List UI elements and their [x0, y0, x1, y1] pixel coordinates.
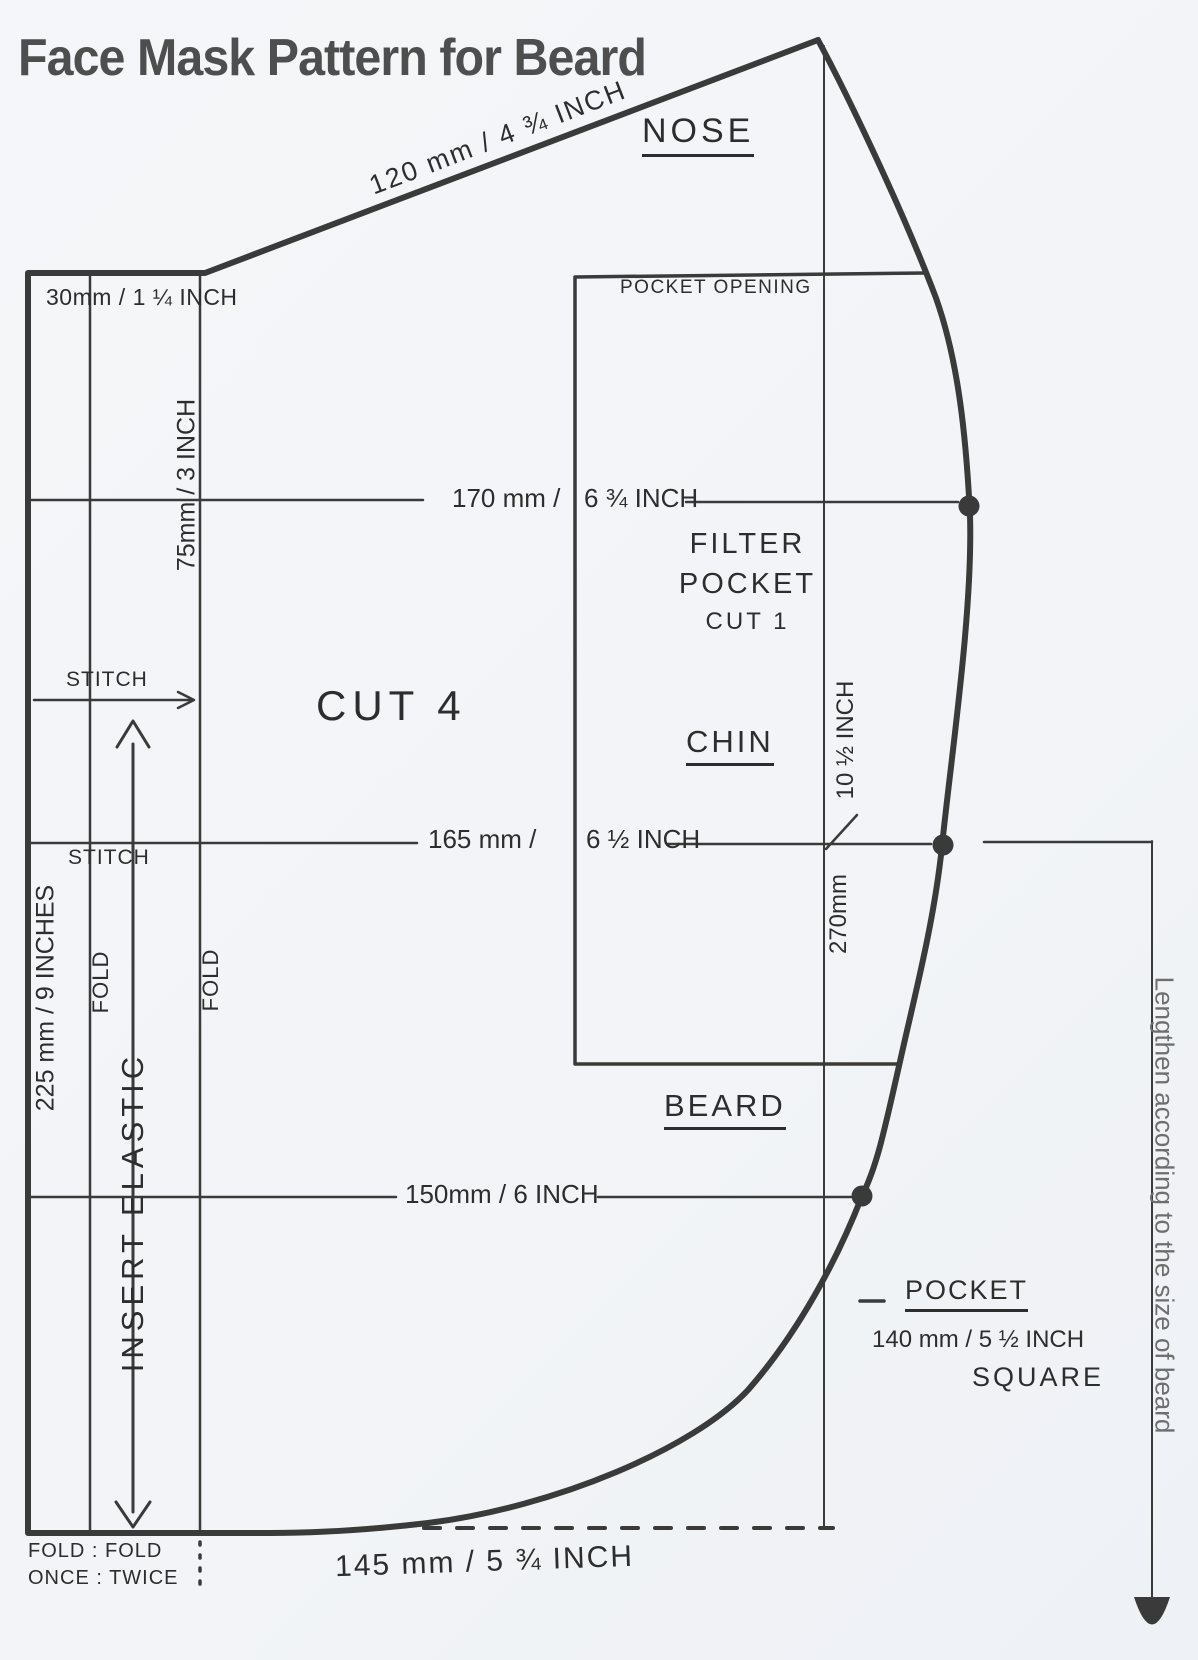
dim-150: 150mm / 6 INCH: [405, 1179, 599, 1209]
elastic-arrow: [114, 719, 152, 1529]
stitch-label-mid: STITCH: [68, 846, 150, 869]
lengthen-arrowhead: [1134, 1597, 1170, 1625]
stitch-arrow: [32, 690, 196, 710]
curve-point-nose: [958, 495, 980, 517]
lengthen-note: Lengthen according to the size of beard: [1149, 976, 1180, 1434]
pattern-outline: [25, 37, 974, 1536]
filter-pocket-line1: FILTER: [689, 528, 806, 560]
dim-170-line: [28, 498, 960, 504]
page-title: Face Mask Pattern for Beard: [18, 29, 647, 87]
dim-165-right: 6 ½ INCH: [586, 824, 701, 854]
v-dim-270: 270mm: [825, 873, 852, 955]
fold-label-2: FOLD: [198, 948, 223, 1012]
fold-label-1: FOLD: [88, 950, 113, 1014]
pocket-note-size: 140 mm / 5 ½ INCH: [872, 1326, 1085, 1353]
fold-instructions-line2: ONCE : TWICE: [28, 1567, 179, 1589]
curve-point-chin: [932, 834, 954, 856]
filter-pocket-label: FILTER POCKET CUT 1: [655, 528, 840, 636]
beard-label: BEARD: [664, 1088, 786, 1130]
dim-170-left: 170 mm /: [452, 483, 561, 513]
dim-165-line: [28, 840, 1154, 846]
cut4-label: CUT 4: [316, 682, 467, 729]
curve-point-beard: [851, 1185, 873, 1207]
filter-pocket-line3: CUT 1: [705, 608, 790, 635]
chin-label: CHIN: [686, 724, 774, 766]
pocket-note-shape: SQUARE: [972, 1362, 1105, 1392]
fold-instructions: FOLD : FOLD ONCE : TWICE: [28, 1538, 179, 1592]
v-dim-10half: 10 ½ INCH: [832, 680, 859, 800]
dim-slash: [824, 813, 859, 851]
filter-pocket-line2: POCKET: [678, 568, 817, 600]
insert-elastic-label: INSERT ELASTIC: [115, 1051, 150, 1373]
stitch-label-top: STITCH: [66, 668, 148, 691]
v-dim-225: 225 mm / 9 INCHES: [31, 884, 60, 1112]
dim-165-left: 165 mm /: [428, 824, 537, 854]
pocket-note-title: POCKET: [905, 1275, 1029, 1312]
filter-pocket-outline: [573, 271, 928, 1066]
pocket-opening-label: POCKET OPENING: [620, 277, 812, 298]
dim-170-right: 6 ¾ INCH: [584, 483, 699, 513]
fold-instructions-line1: FOLD : FOLD: [28, 1540, 163, 1562]
strip-dimension: 30mm / 1 ¼ INCH: [46, 284, 238, 310]
v-dim-75: 75mm / 3 INCH: [172, 398, 201, 572]
nose-label: NOSE: [642, 112, 755, 157]
